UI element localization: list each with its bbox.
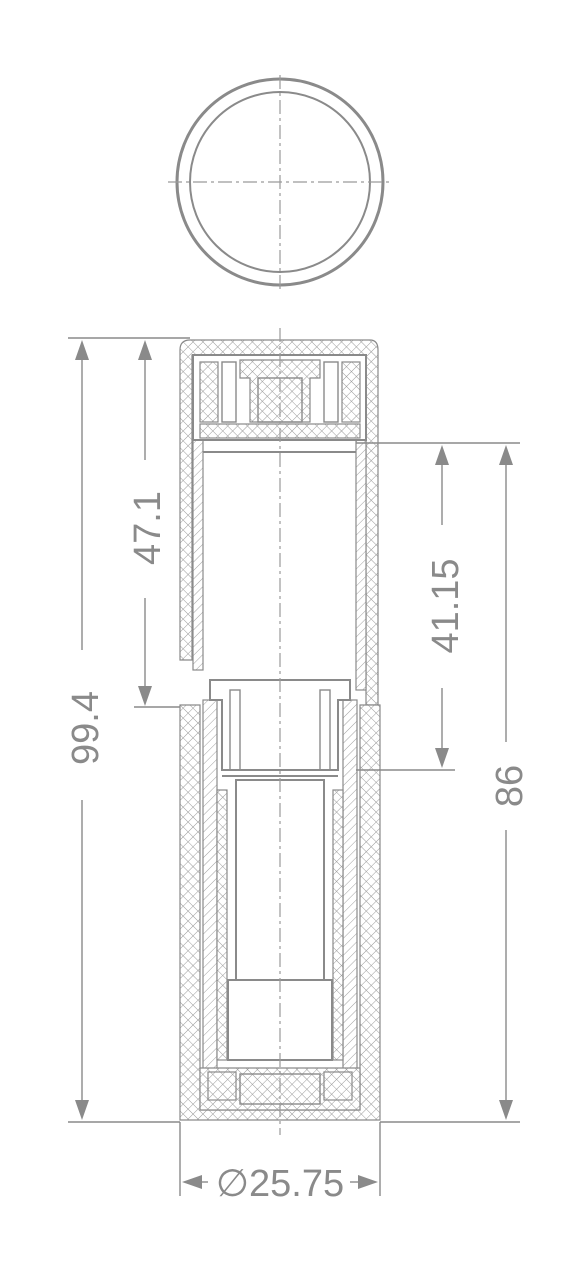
label-inner-height: 41.15 (425, 558, 467, 653)
dimension-cap-height: 47.1 (127, 340, 180, 708)
arrow-down-base (499, 1100, 513, 1120)
cap-insert-right-rib (323, 361, 339, 423)
dimension-diameter: ∅25.75 (179, 1122, 381, 1205)
label-base-height: 86 (489, 765, 531, 807)
dimension-total-height: 99.4 (65, 337, 190, 1123)
label-cap-height: 47.1 (127, 491, 169, 565)
arrow-up-base (499, 445, 513, 465)
mechanism-wall-right (342, 699, 358, 1071)
bullet-cup-right-rib (319, 689, 331, 771)
top-view (168, 75, 392, 292)
mechanism-wall-left (202, 699, 218, 1071)
mechanism-inner-right (332, 789, 344, 1061)
dimension-inner-height: 41.15 (356, 442, 520, 771)
label-diameter: ∅25.75 (216, 1163, 344, 1205)
label-total-height: 99.4 (65, 691, 107, 765)
arrow-up-inner (435, 445, 449, 465)
cap-inner-wall-left (192, 439, 204, 671)
cap-insert-left-block (199, 361, 219, 423)
mechanism-inner-left (216, 789, 228, 1061)
arrow-right-diameter (358, 1175, 378, 1189)
base-plug-right-lug (323, 1071, 353, 1101)
arrow-left-diameter (182, 1175, 202, 1189)
arrow-down-cap (138, 686, 152, 706)
arrow-down-inner (435, 748, 449, 768)
bullet-cup (209, 679, 351, 771)
arrow-up-cap (138, 340, 152, 360)
dimension-base-height: 86 (380, 445, 531, 1123)
cap-insert-right-block (341, 361, 361, 423)
section-view (179, 328, 381, 1135)
arrow-up-total (75, 340, 89, 360)
base-plug-left-lug (207, 1071, 237, 1101)
cap-insert-left-rib (221, 361, 237, 423)
cap-inner-wall-right (355, 439, 367, 691)
arrow-down-total (75, 1100, 89, 1120)
bullet-cup-left-rib (229, 689, 241, 771)
